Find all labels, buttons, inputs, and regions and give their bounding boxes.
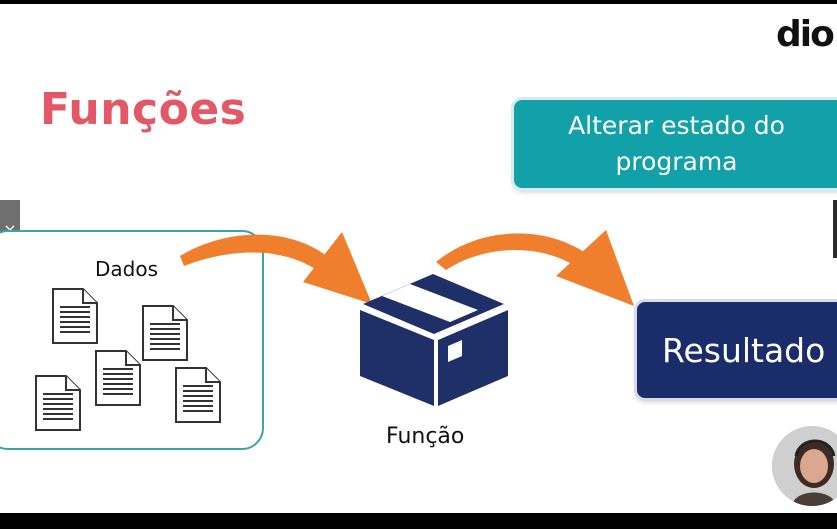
alterar-estado-box: Alterar estado do programa [514,100,837,188]
alterar-line-1: Alterar estado do [568,111,785,140]
box-icon [360,274,508,406]
slide-title: Funções [40,84,247,135]
presenter-avatar-graphic [772,426,837,506]
document-icon [142,305,188,361]
document-icon [35,375,81,431]
dio-logo: dio [776,14,835,55]
alterar-line-2: programa [615,147,738,176]
right-edge-handle[interactable] [833,200,837,258]
document-icon [95,350,141,406]
document-icon [52,288,98,344]
document-icon [175,367,221,423]
dados-label: Dados [95,257,159,281]
funcao-label: Função [386,424,465,449]
arrow-icon [436,230,634,306]
bottom-bar [0,513,837,529]
resultado-box: Resultado [637,302,837,398]
presenter-avatar [770,424,837,508]
slide-canvas: Funções dio × Dados [0,4,837,513]
resultado-label: Resultado [662,330,826,370]
diagram-graphics [35,230,634,431]
arrow-icon [180,232,372,304]
